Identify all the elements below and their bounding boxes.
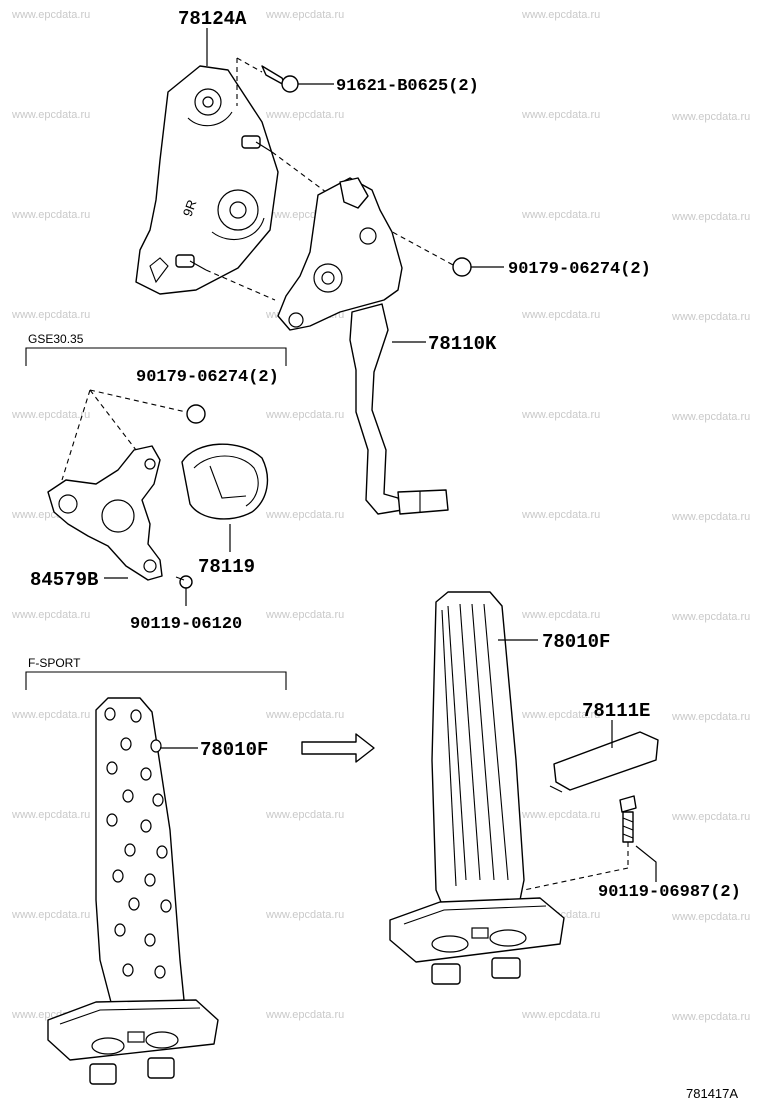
watermark-text: www.epcdata.ru [671, 711, 750, 723]
pedal-pad-main-drawing [389, 591, 565, 985]
watermark-text: www.epcdata.ru [265, 409, 344, 421]
watermark-text: www.epcdata.ru [265, 709, 344, 721]
watermark-text: www.epcdata.ru [521, 509, 600, 521]
watermark-text: www.epcdata.ru [265, 809, 344, 821]
watermark-text: www.epcdata.ru [11, 809, 90, 821]
pad-grip-hole [130, 709, 142, 723]
label-90179-06274-gse: 90179-06274(2) [136, 368, 279, 387]
label-78110k: 78110K [428, 333, 497, 355]
watermark-text: www.epcdata.ru [11, 909, 90, 921]
pad-grip-hole [144, 873, 156, 887]
pad-grip-hole [152, 793, 164, 807]
watermark-text: www.epcdata.ru [671, 911, 750, 923]
watermark-text: www.epcdata.ru [265, 9, 344, 21]
watermark-text: www.epcdata.ru [11, 9, 90, 21]
pad-grip-hole [150, 739, 162, 753]
bracket-84579b-drawing [47, 445, 163, 581]
watermark-text: www.epcdata.ru [671, 211, 750, 223]
label-78010f-fsport: 78010F [200, 739, 268, 761]
watermark-text: www.epcdata.ru [265, 109, 344, 121]
pad-grip-hole [122, 789, 134, 803]
watermark-text: www.epcdata.ru [521, 109, 600, 121]
label-78119: 78119 [198, 556, 255, 578]
watermark-text: www.epcdata.ru [11, 309, 90, 321]
watermark-text: www.epcdata.ru [671, 511, 750, 523]
watermark-text: www.epcdata.ru [521, 209, 600, 221]
diagram-reference-code: 781417A [686, 1086, 738, 1101]
watermark-text: www.epcdata.ru [265, 609, 344, 621]
watermark-text: www.epcdata.ru [11, 109, 90, 121]
watermark-text: www.epcdata.ru [11, 709, 90, 721]
fsport-section-bracket [25, 671, 287, 690]
nut-90179-gse-drawing [186, 404, 206, 424]
label-90119-06120: 90119-06120 [130, 615, 242, 634]
watermark-text: www.epcdata.ru [521, 709, 600, 721]
label-78124a: 78124A [178, 8, 247, 30]
pedal-arm-78110k-drawing [277, 177, 449, 515]
label-91621-b0625: 91621-B0625(2) [336, 77, 479, 96]
label-78010f-main: 78010F [542, 631, 610, 653]
watermark-text: www.epcdata.ru [265, 1009, 344, 1021]
label-78111e: 78111E [582, 700, 650, 722]
label-84579b: 84579B [30, 569, 98, 591]
watermark-text: www.epcdata.ru [671, 411, 750, 423]
nut-90179-top-drawing [452, 257, 504, 277]
label-90179-06274-top: 90179-06274(2) [508, 260, 651, 279]
watermark-layer: www.epcdata.ru www.epcdata.ru www.epcdata.… [11, 9, 750, 1023]
cover-78119-drawing [181, 443, 269, 552]
bracket-78124a-drawing: 9R [135, 65, 279, 295]
watermark-text: www.epcdata.ru [671, 311, 750, 323]
watermark-text: www.epcdata.ru [265, 909, 344, 921]
section-label-fsport: F-SPORT [28, 656, 81, 670]
pad-grip-hole [140, 767, 152, 781]
watermark-text: www.epcdata.ru [671, 111, 750, 123]
bolt-90119-06987-drawing [523, 795, 657, 891]
pad-grip-hole [112, 869, 124, 883]
arrow-right-icon [301, 733, 375, 763]
watermark-text: www.epcdata.ru [521, 9, 600, 21]
watermark-text: www.epcdata.ru [521, 309, 600, 321]
pad-grip-hole [128, 897, 140, 911]
watermark-text: www.epcdata.ru [671, 1011, 750, 1023]
pad-cover-78111e-drawing [549, 720, 659, 793]
label-90119-06987: 90119-06987(2) [598, 883, 741, 902]
watermark-text: www.epcdata.ru [671, 811, 750, 823]
bolt-90119-gse-drawing [175, 575, 193, 606]
watermark-text: www.epcdata.ru [521, 609, 600, 621]
watermark-text: www.epcdata.ru [11, 609, 90, 621]
pad-grip-hole [122, 963, 134, 977]
pad-grip-hole [104, 707, 116, 721]
watermark-text: www.epcdata.ru [521, 409, 600, 421]
pad-grip-hole [114, 923, 126, 937]
pad-grip-hole [160, 899, 172, 913]
watermark-text: www.epcdata.ru [521, 809, 600, 821]
watermark-text: www.epcdata.ru [265, 509, 344, 521]
pad-grip-hole [106, 761, 118, 775]
pad-grip-hole [124, 843, 136, 857]
gse-section-bracket [25, 347, 287, 366]
pad-grip-hole [154, 965, 166, 979]
pad-grip-hole [144, 933, 156, 947]
pad-grip-hole [156, 845, 168, 859]
pedal-pad-fsport-drawing [47, 697, 219, 1085]
watermark-text: www.epcdata.ru [11, 409, 90, 421]
pad-grip-hole [106, 813, 118, 827]
bolt-91621-drawing [261, 65, 334, 93]
section-label-gse: GSE30.35 [28, 332, 84, 346]
watermark-text: www.epcdata.ru [11, 209, 90, 221]
pad-grip-hole [140, 819, 152, 833]
watermark-text: www.epcdata.ru [521, 1009, 600, 1021]
svg-text:9R: 9R [180, 198, 200, 219]
watermark-text: www.epcdata.ru [671, 611, 750, 623]
pad-grip-hole [120, 737, 132, 751]
